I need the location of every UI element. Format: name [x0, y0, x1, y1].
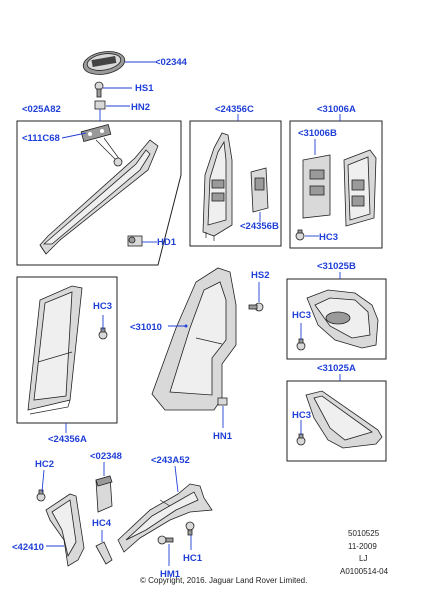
quarter-trim-31025b — [306, 289, 379, 349]
box-025a82 — [16, 120, 182, 266]
bracket-02348 — [95, 462, 113, 513]
label-02344: <02344 — [155, 57, 188, 68]
footer-code: 5010525 — [348, 529, 380, 538]
label-hs2: HS2 — [251, 270, 269, 281]
footer-date: 11-2009 — [348, 542, 377, 551]
footer-ref: A0100514-04 — [340, 567, 389, 576]
label-hn1: HN1 — [213, 431, 233, 442]
label-02348: <02348 — [90, 451, 122, 462]
b-pillar-upper-trim — [202, 132, 233, 241]
footer-copyright: © Copyright, 2016. Jaguar Land Rover Lim… — [140, 576, 307, 585]
label-24356a: <24356A — [48, 434, 87, 445]
label-42410: <42410 — [12, 542, 44, 553]
label-31010: <31010 — [130, 322, 162, 333]
box-31025a — [286, 380, 387, 462]
label-24356b: <24356B — [240, 221, 279, 232]
label-31025b: <31025B — [317, 261, 356, 272]
clip-hc3-31006a — [295, 229, 319, 241]
label-025a82: <025A82 — [22, 104, 61, 115]
c-pillar-trim-31010 — [151, 267, 237, 411]
clip-hc4 — [95, 530, 113, 565]
box-31006a — [289, 120, 383, 249]
label-hm1: HM1 — [160, 569, 181, 580]
badge-02344 — [82, 51, 155, 75]
fastener-hm1 — [157, 535, 174, 566]
label-31025a: <31025A — [317, 363, 356, 374]
label-31006b: <31006B — [298, 128, 337, 139]
quarter-trim-31025a — [305, 390, 383, 449]
clip-hc3-31025a — [296, 420, 306, 446]
seat-belt-guide-24356b — [250, 167, 269, 222]
clip-hd1 — [127, 235, 157, 247]
label-hc4: HC4 — [92, 518, 112, 529]
screw-hs1 — [94, 81, 132, 98]
label-hc1: HC1 — [183, 553, 203, 564]
label-111c68: <111C68 — [22, 133, 60, 144]
trim-42410 — [45, 493, 85, 567]
box-24356a — [16, 276, 118, 424]
label-hc3-31025b: HC3 — [292, 310, 311, 321]
label-hc2: HC2 — [35, 459, 54, 470]
nut-hn1 — [217, 397, 228, 428]
footer-mark: LJ — [359, 554, 367, 563]
scuff-plate-243a52 — [117, 465, 213, 553]
clip-bracket-111c68 — [61, 124, 123, 167]
label-24356c: <24356C — [215, 104, 254, 115]
clip-hc2 — [36, 469, 46, 502]
box-24356c — [189, 120, 282, 247]
clip-hc1 — [185, 521, 195, 550]
b-pillar-lower-panel — [302, 139, 377, 227]
b-pillar-trim-24356a — [27, 285, 83, 415]
label-243a52: <243A52 — [151, 455, 190, 466]
clip-hc3-left — [98, 315, 108, 340]
label-hc3-left: HC3 — [93, 301, 112, 312]
label-31006a: <31006A — [317, 104, 356, 115]
a-pillar-trim — [39, 139, 159, 255]
nut-hn2 — [94, 100, 130, 110]
label-hd1: HD1 — [157, 237, 177, 248]
screw-hs2 — [248, 282, 264, 312]
label-hn2: HN2 — [131, 102, 150, 113]
label-hs1: HS1 — [135, 83, 154, 94]
box-31025b — [286, 278, 387, 360]
clip-hc3-31025b — [296, 323, 306, 351]
label-hc3-31006a: HC3 — [319, 232, 338, 243]
label-hc3-31025a: HC3 — [292, 410, 311, 421]
